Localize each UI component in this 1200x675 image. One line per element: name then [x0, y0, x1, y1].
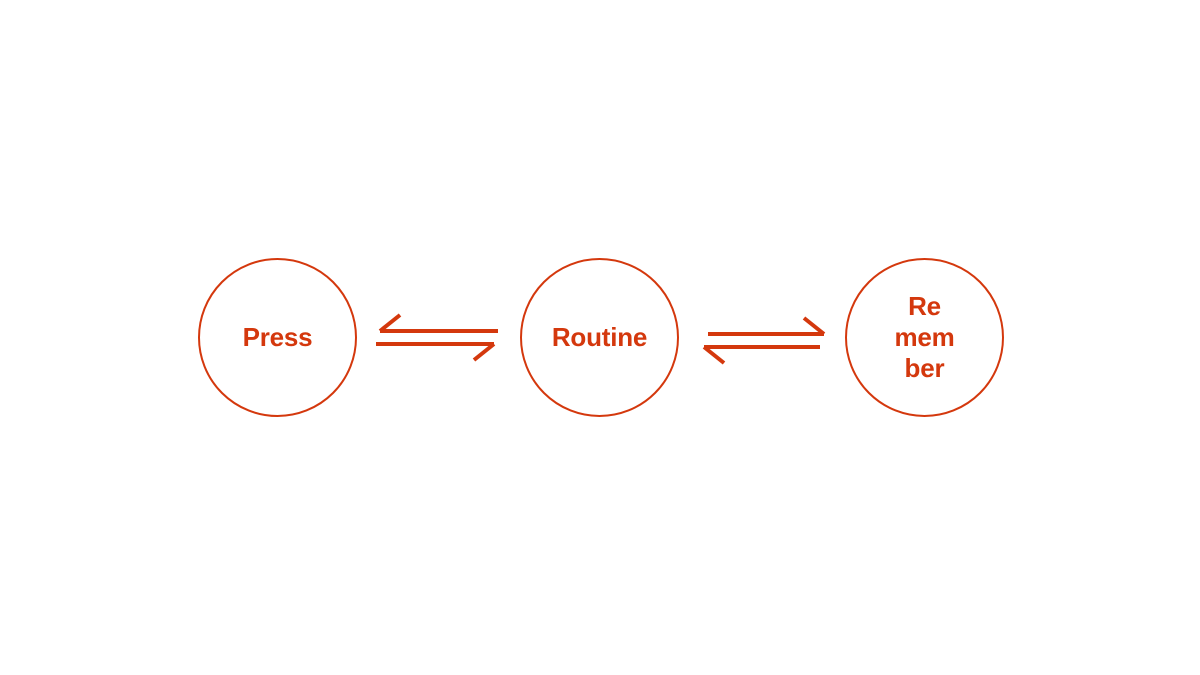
node-remember[interactable]: Re mem ber	[845, 258, 1004, 417]
node-press-label: Press	[242, 322, 313, 353]
node-remember-label: Re mem ber	[894, 291, 955, 383]
node-routine[interactable]: Routine	[520, 258, 679, 417]
connector-routine-remember	[702, 316, 826, 365]
node-press[interactable]: Press	[198, 258, 357, 417]
connector-press-routine-bottom-barb-right	[472, 342, 496, 362]
node-routine-label: Routine	[551, 322, 648, 353]
connector-press-routine-top-barb-left	[378, 313, 402, 333]
connector-press-routine	[376, 313, 498, 362]
connector-routine-remember-top-barb-right	[802, 316, 826, 336]
connector-routine-remember-bottom-barb-left	[702, 345, 726, 365]
